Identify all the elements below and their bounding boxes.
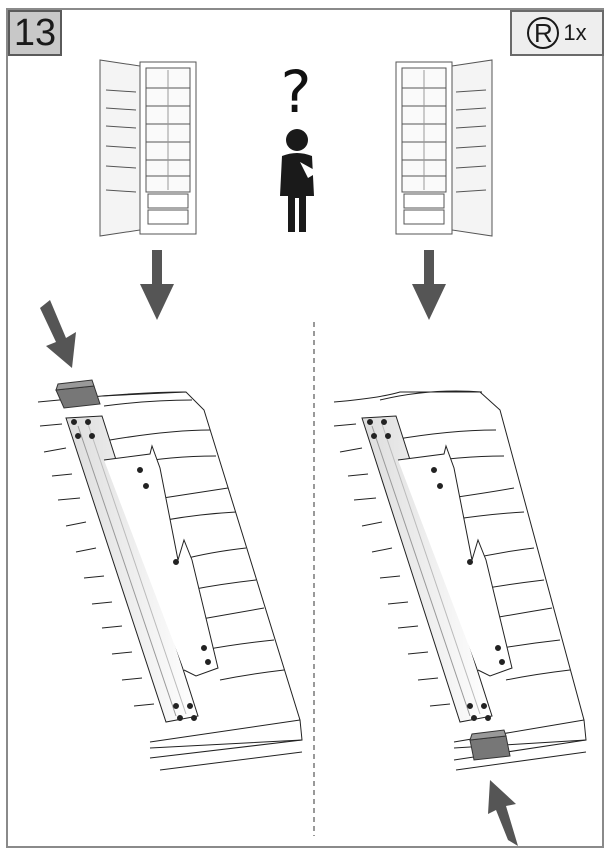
part-symbol-circle: R xyxy=(527,17,560,49)
part-symbol: R xyxy=(533,17,553,48)
part-r-block-icon xyxy=(55,379,101,409)
mounting-rail-icon xyxy=(333,390,587,771)
fridge-left-hinged-icon xyxy=(99,59,197,237)
down-arrow-icon xyxy=(140,250,174,320)
step-number-box: 13 xyxy=(8,10,62,56)
mounting-rail-icon xyxy=(37,391,303,771)
step-number: 13 xyxy=(13,11,57,54)
down-arrow-icon xyxy=(412,250,446,320)
part-quantity: 1x xyxy=(563,20,587,45)
part-r-block-icon xyxy=(469,729,511,761)
page-frame xyxy=(6,8,604,848)
thinking-person-icon xyxy=(280,129,318,232)
part-quantity-box: R 1x xyxy=(510,10,604,56)
question-mark: ? xyxy=(281,58,312,126)
pointer-arrow-icon xyxy=(40,300,76,368)
pointer-arrow-icon xyxy=(488,780,518,846)
fridge-right-hinged-icon xyxy=(395,59,493,237)
